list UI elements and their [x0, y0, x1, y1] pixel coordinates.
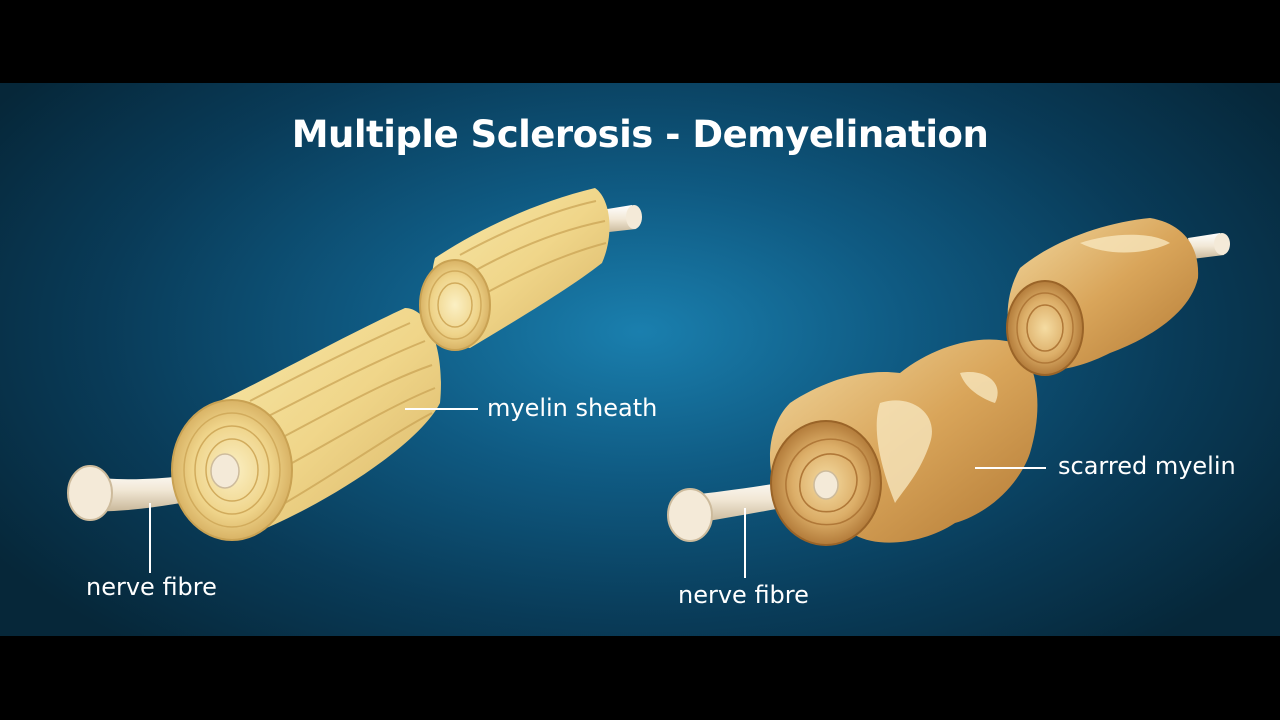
myelin-sheath-rings-small	[428, 270, 482, 340]
damaged-axon	[667, 218, 1230, 546]
healthy-nerve-fibre-end	[67, 465, 113, 521]
damaged-nerve-fibre-core	[813, 470, 839, 500]
myelin-sheath-label: myelin sheath	[487, 394, 658, 422]
myelin-sheath-end-small	[419, 259, 491, 351]
damaged-nerve-fibre-tip-end	[1214, 233, 1230, 255]
nerve-fibre-label-right: nerve fibre	[678, 581, 809, 609]
scarred-myelin-rings-large	[785, 438, 872, 526]
myelin-sheath-rings-large	[183, 412, 281, 528]
axon-illustration	[67, 188, 1230, 578]
bottom-letterbox-bar	[0, 636, 1280, 720]
scarred-myelin-lesion-small	[1080, 234, 1170, 253]
healthy-nerve-fibre-core	[210, 453, 240, 489]
damaged-nerve-fibre-end	[667, 488, 713, 542]
scarred-myelin-end-small	[1006, 280, 1084, 376]
healthy-nerve-fibre-tip-end	[626, 205, 642, 229]
healthy-axon	[67, 188, 642, 541]
scarred-myelin-rings-small	[1016, 292, 1074, 364]
diagram-title: Multiple Sclerosis - Demyelination	[291, 113, 989, 156]
scarred-myelin-lesions	[876, 372, 998, 503]
illustration-panel: Multiple Sclerosis - Demyelination	[0, 83, 1280, 636]
scarred-myelin-label: scarred myelin	[1058, 452, 1236, 480]
top-letterbox-bar	[0, 0, 1280, 83]
nerve-fibre-label-left: nerve fibre	[86, 573, 217, 601]
